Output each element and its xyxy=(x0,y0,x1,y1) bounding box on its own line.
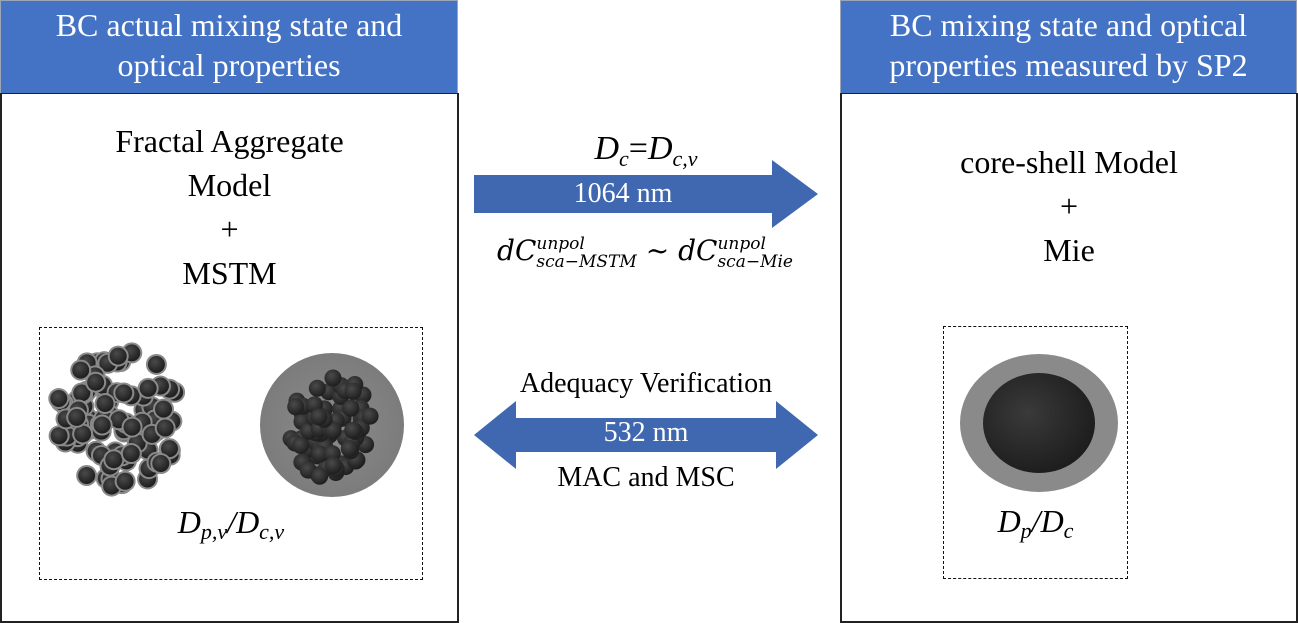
soot-particle xyxy=(96,395,114,413)
soot-particle xyxy=(78,467,96,485)
soot-particle xyxy=(156,419,174,437)
arrow-top-above-label: Dc=Dc,v xyxy=(474,130,818,172)
eq-base: dC xyxy=(678,234,718,267)
ratio-base: D xyxy=(997,503,1021,539)
soot-particle xyxy=(105,451,123,469)
soot-particle xyxy=(344,421,362,439)
eq-sub: sca−MSTM xyxy=(536,251,637,272)
soot-particle xyxy=(324,369,342,387)
eq-sub: c,v xyxy=(672,146,698,171)
left-panel-header: BC actual mixing state and optical prope… xyxy=(0,0,458,94)
right-arrow xyxy=(474,160,818,228)
soot-particle xyxy=(310,408,328,426)
soot-particle xyxy=(50,390,68,408)
right-model-text: core-shell Model + Mie xyxy=(842,140,1296,272)
soot-particle xyxy=(344,382,362,400)
core-shell-illustration xyxy=(960,354,1118,492)
arrow-top-inside-label: 1064 nm xyxy=(573,178,673,209)
soot-particle xyxy=(72,361,90,379)
double-arrow xyxy=(474,401,818,469)
right-illustration-frame-inner: Dp/Dc xyxy=(943,326,1128,579)
soot-particle xyxy=(287,398,305,416)
ratio-sub: c xyxy=(1063,518,1074,543)
left-model-line-1: Fractal Aggregate xyxy=(115,123,344,159)
arrow-bottom-inside-label: 532 nm xyxy=(603,417,689,448)
soot-particle xyxy=(122,445,140,463)
soot-particle xyxy=(74,425,92,443)
eq-relation: ~ xyxy=(645,234,670,267)
right-header-line-2: properties measured by SP2 xyxy=(889,47,1248,83)
eq-sub: sca−Mie xyxy=(717,251,793,272)
left-header-line-2: optical properties xyxy=(117,47,341,83)
soot-particle xyxy=(155,400,173,418)
left-model-line-3: MSTM xyxy=(182,255,277,291)
soot-particle xyxy=(152,455,170,473)
right-model-line-2: Mie xyxy=(1043,232,1095,268)
arrow-bottom-below-label: MAC and MSC xyxy=(557,462,735,493)
right-header-line-1: BC mixing state and optical xyxy=(889,7,1248,43)
soot-particle xyxy=(292,437,310,455)
left-model-text: Fractal Aggregate Model + MSTM xyxy=(2,119,457,295)
soot-particle xyxy=(116,472,134,490)
ratio-sep: / xyxy=(1031,503,1041,539)
soot-particle xyxy=(68,408,86,426)
right-model-plus: + xyxy=(1059,188,1079,224)
soot-particle xyxy=(87,373,105,391)
eq-sup: unpol xyxy=(717,233,766,254)
bare-fractal-aggregate xyxy=(48,342,186,497)
eq-base: D xyxy=(594,130,619,167)
ratio-sep: / xyxy=(227,504,237,540)
soot-particle xyxy=(147,355,165,373)
left-header-line-1: BC actual mixing state and xyxy=(55,7,403,43)
left-panel: Fractal Aggregate Model + MSTM Dp,v/Dc,v xyxy=(0,93,459,623)
eq-base: D xyxy=(647,130,673,167)
soot-particle xyxy=(308,379,326,397)
right-model-line-1: core-shell Model xyxy=(960,144,1178,180)
soot-particle xyxy=(311,445,329,463)
ratio-base: D xyxy=(1040,503,1064,539)
left-model-line-2: Model xyxy=(187,167,272,203)
soot-particle xyxy=(115,384,133,402)
soot-particle xyxy=(109,347,127,365)
ratio-sub: p xyxy=(1020,518,1032,543)
right-ratio-label: Dp/Dc xyxy=(944,503,1127,544)
eq-sign: = xyxy=(628,130,648,167)
core-circle xyxy=(983,373,1095,473)
ratio-sub: c,v xyxy=(259,519,285,544)
soot-particle xyxy=(50,427,68,445)
soot-particle xyxy=(73,384,91,402)
soot-particle xyxy=(123,418,141,436)
soot-particle xyxy=(160,440,178,458)
ratio-base: D xyxy=(177,504,201,540)
soot-particle xyxy=(139,379,157,397)
soot-particle xyxy=(361,407,379,425)
ratio-base: D xyxy=(236,504,260,540)
right-panel: core-shell Model + Mie xyxy=(840,93,1298,623)
coated-fractal-aggregate xyxy=(282,369,379,485)
eq-base: dC xyxy=(497,234,537,267)
left-illustration-frame: Dp,v/Dc,v xyxy=(39,327,423,580)
left-ratio-label: Dp,v/Dc,v xyxy=(40,504,422,545)
soot-particle xyxy=(311,467,329,485)
arrow-bottom-above-label: Adequacy Verification xyxy=(519,368,773,399)
eq-sub: c xyxy=(619,146,629,171)
soot-particle xyxy=(93,416,111,434)
eq-sup: unpol xyxy=(536,233,585,254)
left-model-plus: + xyxy=(220,211,239,247)
aggregate-illustrations xyxy=(48,342,404,497)
ratio-sub: p,v xyxy=(200,519,228,544)
soot-particle xyxy=(324,457,342,475)
soot-particle xyxy=(342,399,360,417)
soot-particle xyxy=(340,440,358,458)
